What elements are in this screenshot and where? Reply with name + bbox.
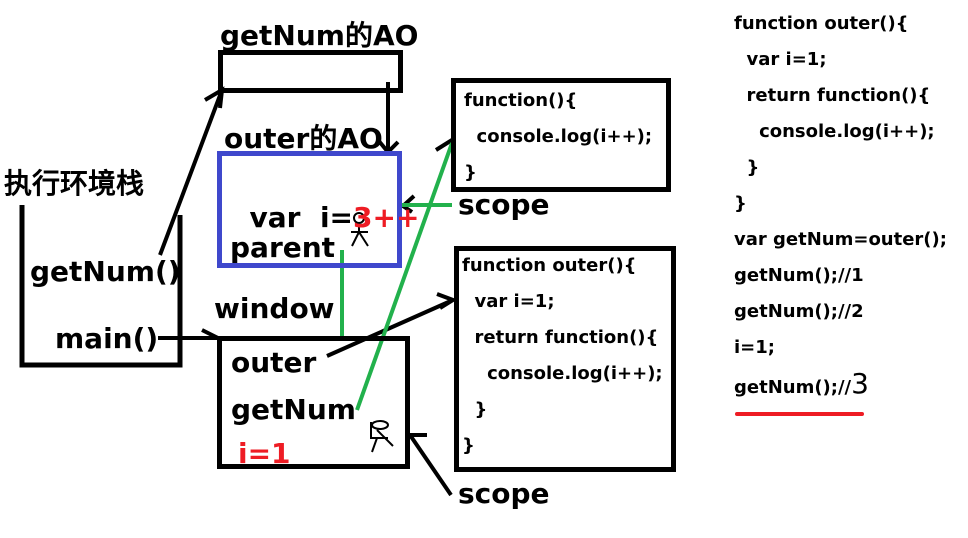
green-getnum-link (355, 142, 454, 411)
code-line: } (462, 399, 488, 420)
code-line: console.log(i++); (464, 126, 653, 147)
window-box (217, 336, 410, 469)
code-line: var i=1; (462, 291, 555, 312)
code-line: getNum();//2 (734, 301, 864, 322)
stack-frame-outline (19, 205, 183, 368)
stack-frame-main: main() (55, 322, 159, 355)
code-line: } (734, 157, 760, 178)
result-value: 3 (851, 367, 869, 400)
arrow-getnum-to-ao (158, 86, 225, 256)
outer-function-box (454, 246, 676, 472)
outer-ao-var-row: var i=3++ (230, 168, 420, 234)
code-line: } (464, 162, 477, 183)
code-line: console.log(i++); (462, 363, 663, 384)
inner-function-code: function(){ console.log(i++);} (464, 83, 652, 191)
code-line: return function(){ (734, 85, 931, 106)
code-line: return function(){ (462, 327, 659, 348)
code-line: i=1; (734, 337, 775, 358)
source-code-listing: function outer(){ var i=1; return functi… (734, 6, 947, 406)
code-line: } (734, 193, 747, 214)
stack-frame-getnum: getNum() (30, 255, 181, 288)
getnum-ao-title: getNum的AO (220, 19, 419, 52)
window-prop-getnum: getNum (231, 393, 356, 426)
code-line: } (462, 435, 475, 456)
outer-ao-var-value: 3++ (353, 201, 420, 234)
outer-ao-title: outer的AO (224, 122, 383, 155)
outer-ao-parent-label: parent (230, 231, 336, 264)
arrow-outer-to-fn (326, 292, 458, 358)
arrow-scope-to-window (406, 433, 453, 497)
stick-figure-icon (351, 212, 369, 247)
arrow-main-to-window (158, 328, 219, 340)
code-line-result: getNum();//3 (734, 366, 947, 406)
outer-function-code: function outer(){ var i=1; return functi… (462, 248, 663, 464)
execution-stack-title: 执行环境栈 (4, 167, 145, 200)
code-line: console.log(i++); (734, 121, 935, 142)
window-title: window (214, 292, 335, 325)
inner-function-box (451, 78, 671, 192)
stick-figure-icon (370, 420, 394, 453)
code-line: function outer(){ (734, 13, 909, 34)
code-line: var getNum=outer(); (734, 229, 947, 250)
result-call: getNum();// (734, 377, 852, 398)
arrow-into-inner-fn (434, 138, 454, 152)
code-line: var i=1; (734, 49, 827, 70)
getnum-ao-box (218, 50, 403, 93)
outer-ao-var-label: var i= (249, 201, 354, 234)
window-prop-outer: outer (231, 346, 317, 379)
window-var-i: i=1 (238, 437, 291, 470)
code-line: getNum();//1 (734, 265, 864, 286)
outer-ao-box (217, 151, 402, 268)
code-line: function(){ (464, 90, 578, 111)
outer-scope-label: scope (458, 477, 550, 510)
code-line: function outer(){ (462, 255, 637, 276)
inner-scope-label: scope (458, 188, 550, 221)
